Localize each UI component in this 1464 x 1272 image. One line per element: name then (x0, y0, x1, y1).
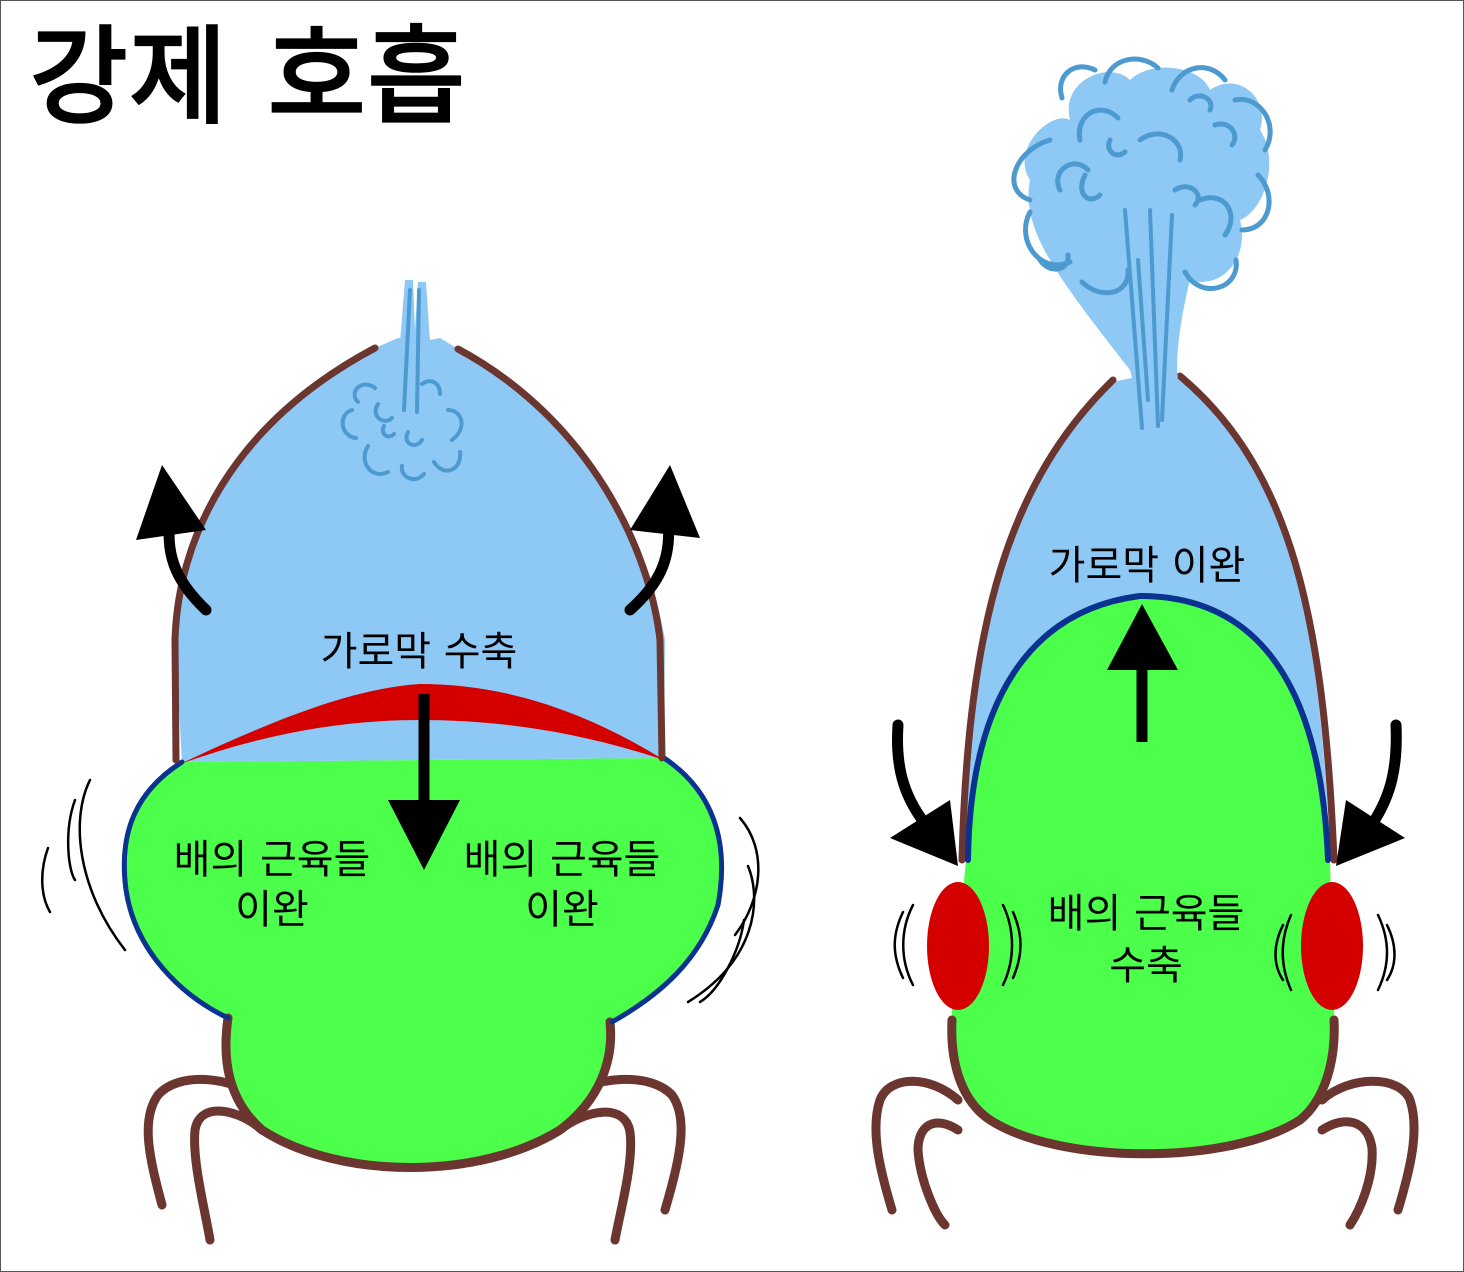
exhale-lower-outline (947, 1015, 1339, 1159)
inhale-diaphragm-arrow (388, 694, 460, 870)
inhale-motion-lines (40, 778, 760, 1004)
exhale-muscle-right (1301, 882, 1363, 1010)
inhale-abdomen (124, 758, 722, 1168)
inhale-chest-right-outline (454, 345, 666, 762)
inhale-muscle-left-line2: 이완 (235, 887, 309, 933)
exhale-air-cloud (1011, 56, 1273, 430)
inhale-muscle-right-line2: 이완 (525, 887, 599, 933)
inhale-lower-outline (221, 1013, 616, 1172)
inhale-diaphragm-label: 가로막 수축 (320, 629, 518, 675)
squeeze-arrow-right (1362, 719, 1402, 836)
inhale-rib-arrows (136, 465, 700, 616)
squeeze-arrow-left (892, 719, 936, 836)
exhale-muscle-line2: 수축 (1109, 943, 1183, 989)
inhale-abdomen-left-edge (121, 759, 231, 1021)
exhale-diaphragm (965, 592, 1331, 863)
inhale-muscle-left-line1: 배의 근육들 (173, 837, 371, 883)
exhale-muscle-left (927, 882, 989, 1010)
exhale-chest (966, 378, 1330, 860)
exhale-left-leg (871, 1076, 963, 1230)
squeeze-arrow-left-head (890, 800, 958, 866)
inhale-chest (175, 338, 665, 762)
inhale-diaphragm (180, 684, 664, 764)
exhale-squeeze-arrows (890, 719, 1405, 866)
page-title: 강제 호흡 (30, 16, 467, 139)
exhale-muscle-line1: 배의 근육들 (1047, 891, 1245, 937)
exhale-diaphragm-label: 가로막 이완 (1048, 543, 1246, 589)
exhale-chest-right-outline (1176, 372, 1338, 864)
squeeze-arrow-right-head (1336, 800, 1405, 866)
inhale-muscle-right-line1: 배의 근육들 (463, 837, 661, 883)
exhale-figure (871, 56, 1419, 1230)
rib-arrow-right-head (630, 465, 700, 538)
rib-arrow-left-head (136, 465, 206, 540)
exhale-legs (871, 1076, 1419, 1230)
exhale-chest-left-outline (958, 376, 1117, 864)
exhale-abdomen (951, 596, 1335, 1154)
exhale-motion-lines (893, 903, 1396, 992)
inhale-air-intake (340, 280, 464, 482)
exhale-right-leg (1317, 1076, 1419, 1230)
inhale-figure (40, 280, 760, 1245)
inhale-abdomen-right-edge (609, 755, 725, 1025)
exhale-diaphragm-arrow (1107, 604, 1178, 742)
inhale-chest-left-outline (171, 344, 379, 764)
